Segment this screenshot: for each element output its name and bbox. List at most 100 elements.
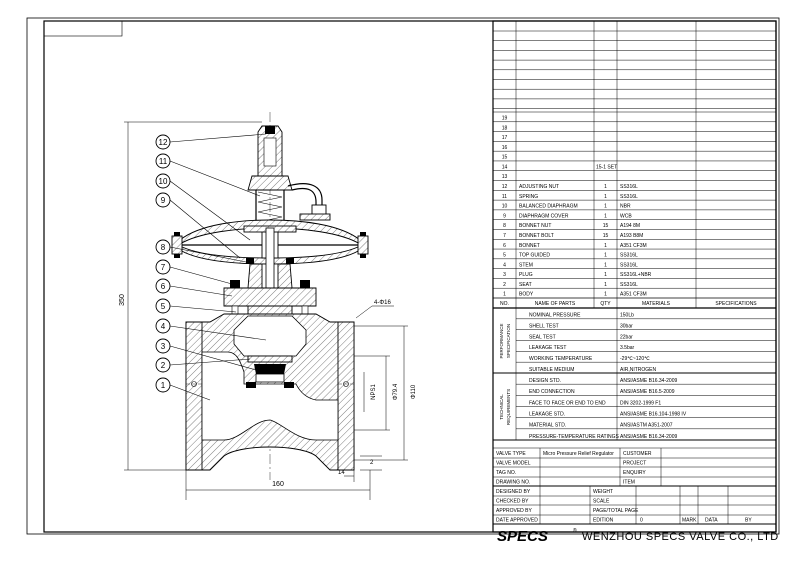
valve-model-label: VALVE MODEL — [496, 461, 531, 467]
performance-row-label: WORKING TEMPERATURE — [529, 356, 593, 362]
technical-row-value: ANSI/ASME B16.5-2009 — [620, 389, 675, 395]
part-balloons: 12 11 10 9 8 7 6 5 4 3 2 1 — [155, 134, 171, 393]
drawing-no-label: DRAWING NO. — [496, 480, 530, 486]
parts-cell-qty: 1 — [604, 282, 607, 288]
performance-label-1: PERFORMANCE — [499, 323, 504, 358]
edition-label: EDITION — [593, 518, 614, 524]
technical-row-value: ANSI/ASME B16.34-2009 — [620, 434, 677, 440]
page-total-label: PAGE/TOTAL PAGE — [593, 508, 639, 514]
balloon: 4 — [155, 318, 171, 334]
performance-row-label: NOMINAL PRESSURE — [529, 313, 581, 319]
svg-text:®: ® — [573, 527, 577, 534]
technical-row-value: ANSI/ASTM A351-2007 — [620, 423, 673, 429]
company-logo: SPECS — [497, 528, 548, 545]
svg-text:1: 1 — [161, 381, 166, 390]
balloon: 1 — [155, 377, 171, 393]
performance-row-value: -29℃~120℃ — [620, 356, 650, 362]
mark-label: MARK — [682, 518, 697, 524]
technical-row-label: END CONNECTION — [529, 389, 575, 395]
parts-cell-name: BONNET — [519, 243, 540, 249]
svg-text:9: 9 — [161, 196, 166, 205]
technical-row-value: DIN 3202-1999 F1 — [620, 400, 661, 406]
parts-cell-no: 2 — [503, 282, 506, 288]
performance-row-value: 22bar — [620, 334, 633, 340]
parts-cell-name: BODY — [519, 292, 534, 298]
parts-cell-no: 13 — [502, 174, 508, 180]
dim-d2: Φ110 — [411, 384, 417, 399]
checked-by-label: CHECKED BY — [496, 499, 529, 505]
header-specifications: SPECIFICATIONS — [715, 301, 757, 307]
dimensions — [124, 121, 408, 500]
svg-text:7: 7 — [161, 263, 166, 272]
performance-row-value: 30bar — [620, 323, 633, 329]
technical-label-2: REQUIREMENTS — [506, 389, 511, 425]
parts-cell-no: 7 — [503, 233, 506, 239]
parts-cell-material: SS316L — [620, 194, 638, 200]
technical-row-label: LEAKAGE STD. — [529, 411, 565, 417]
date-approved-label: DATE APPROVED — [496, 518, 538, 524]
parts-cell-qty: 15 — [603, 233, 609, 239]
svg-text:6: 6 — [161, 282, 166, 291]
parts-cell-no: 10 — [502, 204, 508, 210]
scale-label: SCALE — [593, 499, 610, 505]
dim-height: 350 — [119, 294, 126, 306]
parts-cell-qty: 1 — [604, 204, 607, 210]
designed-by-label: DESIGNED BY — [496, 489, 531, 495]
performance-row-value: 150Lb — [620, 313, 634, 319]
parts-cell-no: 16 — [502, 145, 508, 151]
parts-cell-material: A193 B8M — [620, 233, 643, 239]
parts-cell-name: BONNET NUT — [519, 223, 551, 229]
parts-cell-qty: 1 — [604, 292, 607, 298]
parts-cell-no: 1 — [503, 292, 506, 298]
dimension-text: 350 160 NPS1 Φ79.4 Φ110 4-Φ16 14 2 — [119, 294, 417, 488]
company-name: WENZHOU SPECS VALVE CO., LTD — [582, 531, 779, 543]
outer-frame — [26, 17, 780, 535]
company-footer: SPECS ® WENZHOU SPECS VALVE CO., LTD — [497, 527, 779, 545]
performance-row-value: AIR,NITROGEN — [620, 367, 657, 373]
parts-cell-material: A351 CF3M — [620, 243, 647, 249]
valve-type-value: Micro Pressure Relief Regulator — [543, 451, 614, 457]
svg-text:12: 12 — [159, 138, 168, 147]
svg-text:8: 8 — [161, 243, 166, 252]
parts-cell-qty: 1 — [604, 194, 607, 200]
parts-cell-no: 19 — [502, 115, 508, 121]
tag-no-label: TAG NO. — [496, 470, 516, 476]
balloon: 9 — [155, 192, 171, 208]
parts-cell-qty: 1 — [604, 243, 607, 249]
parts-cell-material: A351 CF3M — [620, 292, 647, 298]
parts-cell-no: 15 — [502, 155, 508, 161]
header-no: NO. — [500, 301, 509, 307]
technical-label-1: TECHNICAL — [499, 394, 504, 420]
svg-text:5: 5 — [161, 302, 166, 311]
date-label: DATA — [705, 518, 718, 524]
parts-cell-no: 14 — [502, 164, 508, 170]
balloon: 12 — [155, 134, 171, 150]
parts-cell-no: 17 — [502, 135, 508, 141]
performance-row-label: LEAKAGE TEST — [529, 345, 566, 351]
header-materials: MATERIALS — [642, 301, 671, 307]
parts-cell-name: BONNET BOLT — [519, 233, 554, 239]
parts-cell-no: 18 — [502, 125, 508, 131]
technical-row-value: ANSI/ASME B16.34-2009 — [620, 378, 677, 384]
parts-cell-qty: 15 — [603, 223, 609, 229]
corner-box — [43, 20, 123, 37]
performance-row-label: SHELL TEST — [529, 323, 559, 329]
parts-cell-no: 5 — [503, 253, 506, 259]
parts-cell-name: PLUG — [519, 272, 533, 278]
parts-cell-material: SS316L — [620, 282, 638, 288]
leader-lines — [169, 133, 267, 401]
technical-row-label: DESIGN STD. — [529, 378, 561, 384]
technical-row-label: PRESSURE-TEMPERATURE RATINGS — [529, 434, 619, 440]
parts-cell-no: 11 — [502, 194, 507, 200]
dim-d1: Φ79.4 — [393, 383, 399, 400]
balloon: 6 — [155, 278, 171, 294]
svg-text:4: 4 — [161, 322, 166, 331]
approved-by-label: APPROVED BY — [496, 508, 533, 514]
balloon: 2 — [155, 357, 171, 373]
row14-extra: 15-1 SET — [596, 164, 617, 170]
parts-cell-name: TOP GUIDED — [519, 253, 550, 259]
parts-cell-no: 9 — [503, 213, 506, 219]
parts-cell-material: SS316L — [620, 262, 638, 268]
